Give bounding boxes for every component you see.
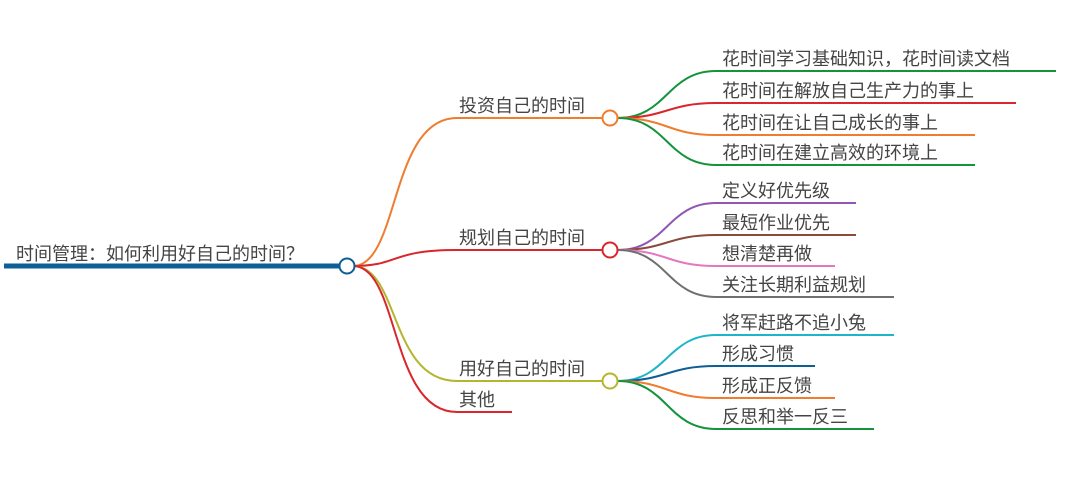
subtopic-connector	[617, 249, 717, 298]
subtopic-connector	[617, 117, 717, 166]
branch-topic[interactable]: 投资自己的时间	[459, 96, 585, 117]
subtopic-connector	[617, 365, 717, 382]
subtopic-connector	[617, 70, 717, 119]
subtopic[interactable]: 花时间在解放自己生产力的事上	[722, 81, 974, 102]
branch-collapse-toggle[interactable]	[601, 372, 619, 390]
root-topic[interactable]: 时间管理：如何利用好自己的时间？	[16, 244, 304, 265]
branch-topic[interactable]: 其他	[459, 390, 495, 411]
subtopic-connector	[617, 334, 717, 382]
subtopic[interactable]: 关注长期利益规划	[722, 275, 866, 296]
subtopic[interactable]: 最短作业优先	[722, 213, 830, 234]
connectors	[352, 70, 717, 430]
subtopic[interactable]: 将军赶路不追小兔	[722, 313, 866, 334]
branch-connector	[352, 249, 458, 267]
branch-connector	[352, 117, 458, 267]
branch-connector	[352, 265, 458, 413]
subtopic[interactable]: 形成正反馈	[722, 376, 812, 397]
subtopic-connector	[617, 380, 717, 430]
subtopic[interactable]: 花时间在建立高效的环境上	[722, 143, 938, 164]
branch-collapse-toggle[interactable]	[601, 109, 619, 127]
branch-collapse-toggle[interactable]	[601, 241, 619, 259]
branch-connector	[352, 265, 458, 382]
subtopic[interactable]: 花时间在让自己成长的事上	[722, 113, 938, 134]
subtopic-connector	[617, 102, 717, 119]
underlines	[4, 70, 1056, 430]
subtopic[interactable]: 定义好优先级	[722, 181, 830, 202]
subtopic-connector	[617, 234, 717, 251]
branch-topic[interactable]: 用好自己的时间	[459, 359, 585, 380]
subtopic-connector	[617, 202, 717, 251]
branch-topic[interactable]: 规划自己的时间	[459, 228, 585, 249]
subtopic[interactable]: 反思和举一反三	[722, 407, 848, 428]
labels: 时间管理：如何利用好自己的时间？ 投资自己的时间 花时间学习基础知识，花时间读文档花…	[16, 49, 1010, 428]
collapse-toggles	[338, 109, 619, 390]
subtopic[interactable]: 形成习惯	[722, 344, 794, 365]
subtopic[interactable]: 花时间学习基础知识，花时间读文档	[722, 49, 1010, 70]
subtopic[interactable]: 想清楚再做	[722, 244, 812, 265]
root-collapse-toggle[interactable]	[338, 257, 356, 275]
